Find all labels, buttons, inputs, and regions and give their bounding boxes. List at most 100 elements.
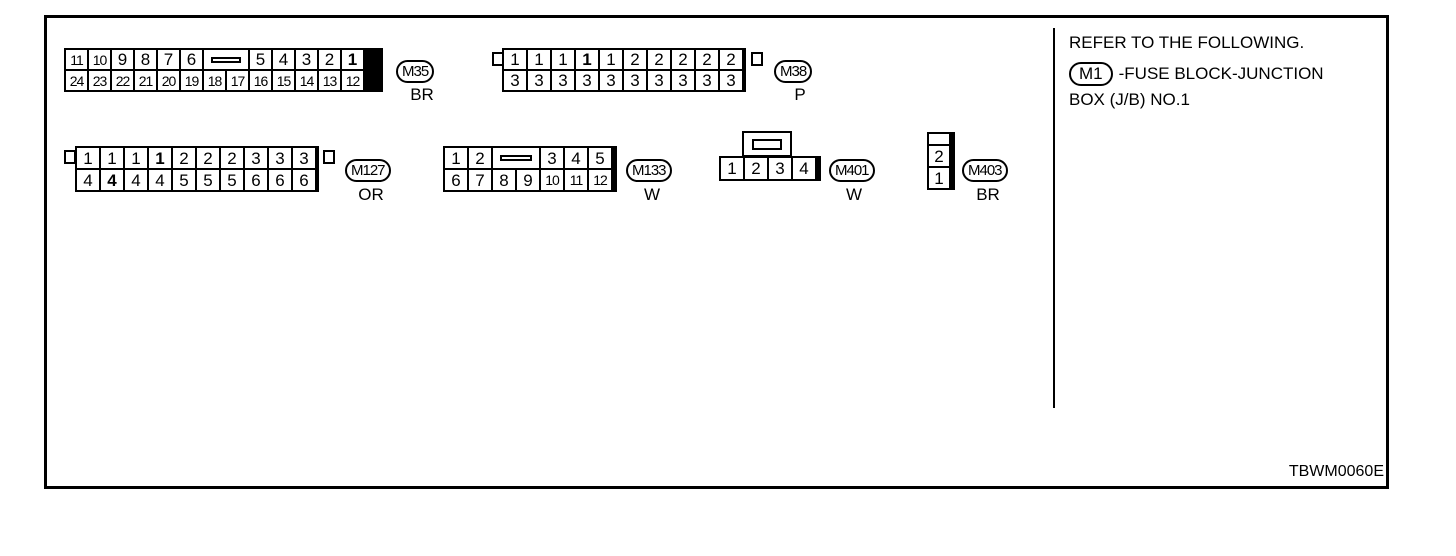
refer-line1-text: -FUSE BLOCK-JUNCTION — [1118, 64, 1324, 83]
connector-m133: 1 2 3 4 5 6 7 8 9 10 11 12 — [443, 146, 617, 192]
connector-m127-pins: 1 1 1 1 2 2 2 3 3 3 4 4 4 4 5 5 5 6 6 6 — [75, 146, 319, 192]
pin: 3 — [624, 71, 646, 90]
pin: 9 — [112, 50, 133, 69]
refer-line1: M1 -FUSE BLOCK-JUNCTION — [1069, 62, 1324, 86]
pin: 9 — [517, 170, 539, 190]
pin: 24 — [66, 71, 87, 90]
pin: 19 — [181, 71, 202, 90]
pin: 20 — [158, 71, 179, 90]
connector-m38-pins: 1 1 1 1 1 2 2 2 2 2 3 3 3 3 3 3 3 3 3 3 — [502, 48, 746, 92]
connector-m35-pins: 11 10 9 8 7 6 5 4 3 2 1 24 23 22 21 20 1… — [64, 48, 383, 92]
connector-m401-color: W — [845, 185, 863, 204]
connector-m401-top-housing — [742, 131, 792, 157]
pin: 4 — [273, 50, 294, 69]
connector-m38-right-tab — [751, 52, 763, 66]
pin: 12 — [589, 170, 611, 190]
pin: 2 — [624, 50, 646, 69]
connector-m133-pins: 1 2 3 4 5 6 7 8 9 10 11 12 — [443, 146, 617, 192]
pin: 8 — [493, 170, 515, 190]
refer-heading: REFER TO THE FOLLOWING. — [1069, 33, 1305, 52]
pin: 10 — [541, 170, 563, 190]
pin: 1 — [77, 148, 99, 168]
pin: 2 — [672, 50, 694, 69]
pin: 1 — [149, 148, 171, 168]
pin: 1 — [600, 50, 622, 69]
pin: 4 — [793, 158, 815, 179]
pin: 13 — [319, 71, 340, 90]
connector-m403-color: BR — [976, 185, 1000, 204]
connector-m38-badge: M38 — [774, 60, 813, 83]
pin: 3 — [696, 71, 718, 90]
latch-icon — [499, 155, 533, 161]
pin: 2 — [319, 50, 340, 69]
pin: 6 — [269, 170, 291, 190]
pin: 3 — [293, 148, 315, 168]
connector-m133-color: W — [643, 185, 661, 204]
pin: 7 — [469, 170, 491, 190]
connector-m35-color: BR — [410, 85, 434, 104]
pin: 6 — [293, 170, 315, 190]
connector-m403-badge: M403 — [962, 159, 1008, 182]
pin: 6 — [445, 170, 467, 190]
refer-badge: M1 — [1069, 62, 1113, 86]
pin: 3 — [672, 71, 694, 90]
pin: 3 — [552, 71, 574, 90]
latch-icon — [752, 138, 782, 150]
pin: 2 — [173, 148, 195, 168]
pin: 3 — [769, 158, 791, 179]
connector-m401: 1 2 3 4 — [719, 156, 821, 181]
pin: 2 — [648, 50, 670, 69]
latch-slot — [204, 50, 248, 69]
pin: 2 — [745, 158, 767, 179]
pin: 1 — [552, 50, 574, 69]
connector-m127-badge: M127 — [345, 159, 391, 182]
pin: 3 — [296, 50, 317, 69]
pin: 2 — [197, 148, 219, 168]
pin: 1 — [929, 168, 949, 188]
pin: 1 — [445, 148, 467, 168]
pin: 1 — [721, 158, 743, 179]
connector-m401-pins: 1 2 3 4 — [719, 156, 821, 181]
pin: 14 — [296, 71, 317, 90]
pin: 18 — [204, 71, 225, 90]
pin: 1 — [125, 148, 147, 168]
connector-m403-cap — [929, 134, 949, 144]
diagram-code: TBWM0060E — [1288, 463, 1384, 480]
diagram-frame — [44, 15, 1389, 489]
connector-m127-color: OR — [358, 185, 384, 204]
connector-m403-pins: 2 1 — [927, 132, 955, 190]
pin: 2 — [696, 50, 718, 69]
connector-m133-badge: M133 — [626, 159, 672, 182]
connector-m401-badge: M401 — [829, 159, 875, 182]
pin: 11 — [565, 170, 587, 190]
pin: 15 — [273, 71, 294, 90]
pin: 5 — [197, 170, 219, 190]
pin: 1 — [342, 50, 363, 69]
pin: 3 — [720, 71, 742, 90]
pin: 3 — [269, 148, 291, 168]
pin: 11 — [66, 50, 87, 69]
pin: 4 — [565, 148, 587, 168]
pin: 4 — [149, 170, 171, 190]
pin: 3 — [528, 71, 550, 90]
latch-slot — [493, 148, 539, 168]
pin: 3 — [504, 71, 526, 90]
pin: 5 — [221, 170, 243, 190]
pin: 10 — [89, 50, 110, 69]
pin: 17 — [227, 71, 248, 90]
connector-m35: 11 10 9 8 7 6 5 4 3 2 1 24 23 22 21 20 1… — [64, 48, 383, 92]
connector-m38-color: P — [794, 85, 806, 104]
pin: 6 — [245, 170, 267, 190]
pin: 3 — [245, 148, 267, 168]
pin: 2 — [469, 148, 491, 168]
divider-line — [1053, 28, 1055, 408]
pin: 3 — [541, 148, 563, 168]
pin: 22 — [112, 71, 133, 90]
pin: 5 — [589, 148, 611, 168]
pin: 6 — [181, 50, 202, 69]
pin: 1 — [528, 50, 550, 69]
latch-icon — [210, 56, 242, 63]
pin: 2 — [929, 146, 949, 166]
pin: 7 — [158, 50, 179, 69]
pin: 23 — [89, 71, 110, 90]
